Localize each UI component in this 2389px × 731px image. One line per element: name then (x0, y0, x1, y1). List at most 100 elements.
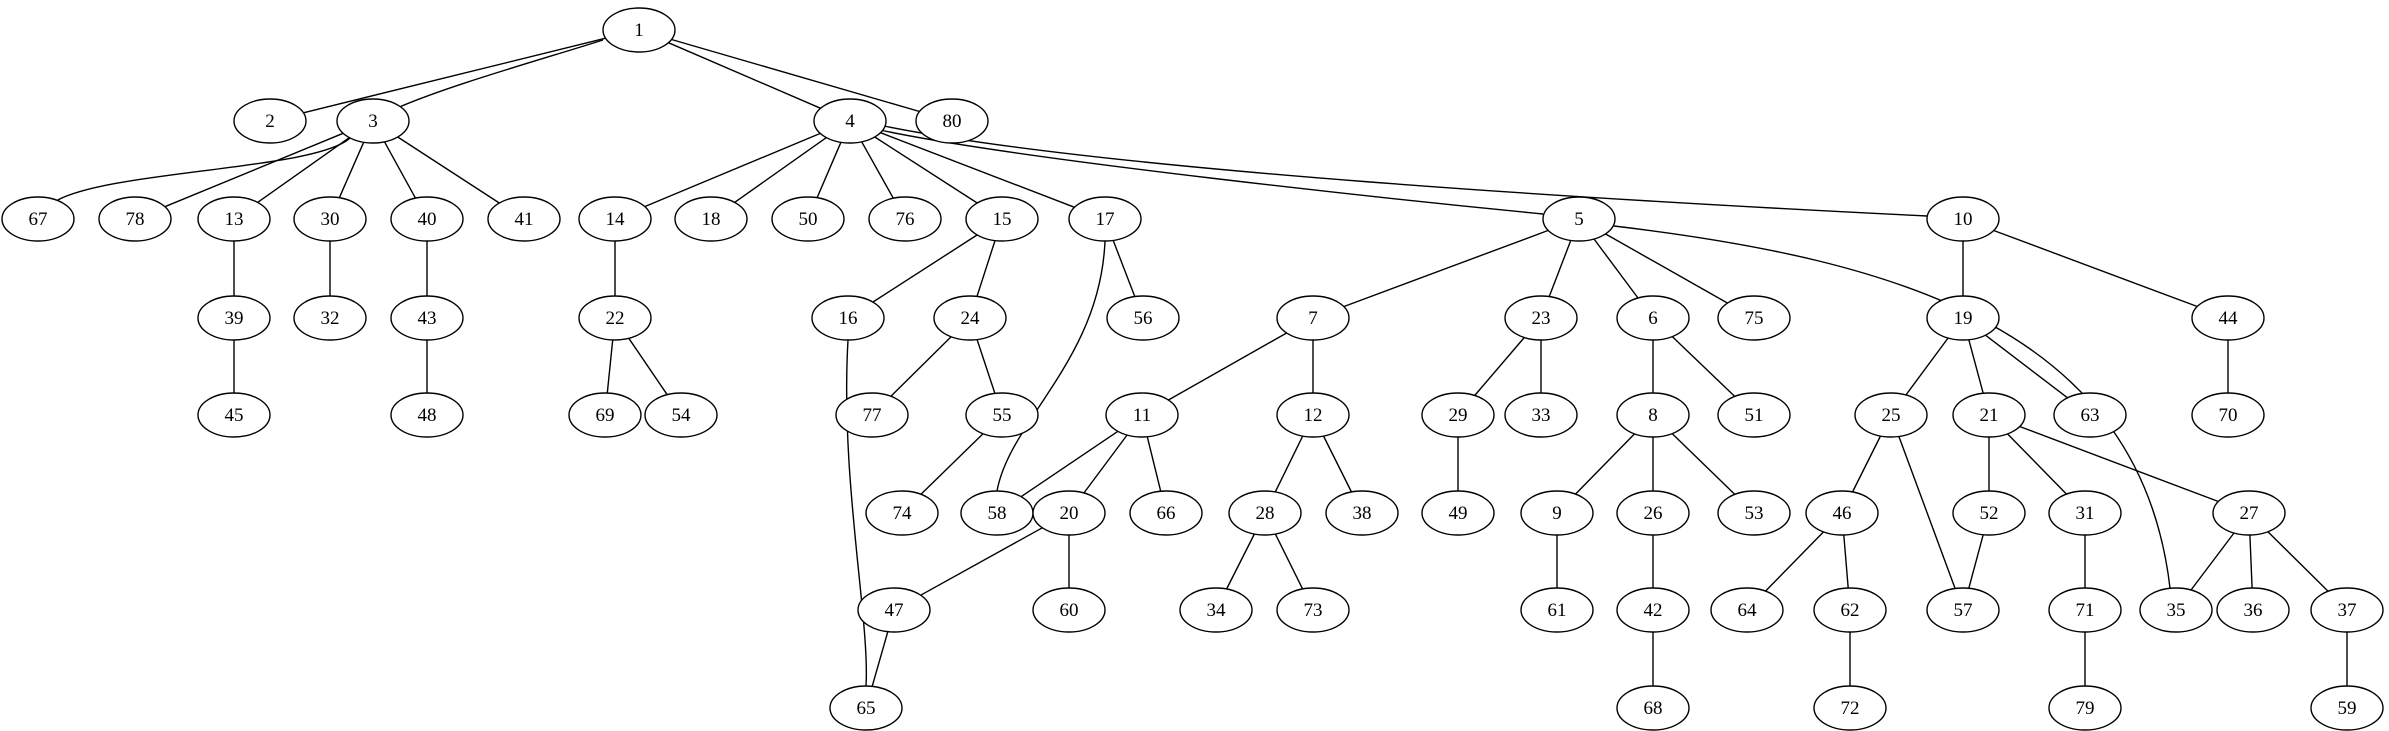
node-79: 79 (2048, 685, 2122, 731)
node-label: 9 (1552, 503, 1562, 524)
node-19: 19 (1926, 295, 2000, 341)
node-ellipse (293, 196, 367, 242)
node-ellipse (2310, 587, 2384, 633)
node-label: 14 (606, 209, 626, 230)
node-30: 30 (293, 196, 367, 242)
node-ellipse (674, 196, 748, 242)
node-48: 48 (390, 392, 464, 438)
node-label: 19 (1954, 308, 1973, 329)
node-label: 5 (1574, 209, 1584, 230)
node-label: 78 (126, 209, 145, 230)
node-label: 23 (1532, 308, 1551, 329)
node-label: 41 (515, 209, 534, 230)
edge-12-28 (1274, 435, 1304, 493)
node-label: 57 (1954, 600, 1973, 621)
edge-11-58 (1020, 430, 1119, 498)
node-76: 76 (868, 196, 942, 242)
edge-3-67 (55, 136, 352, 202)
edge-5-23 (1548, 240, 1572, 297)
node-4: 4 (813, 98, 887, 144)
node-ellipse (1616, 392, 1690, 438)
node-70: 70 (2191, 392, 2265, 438)
node-13: 13 (197, 196, 271, 242)
edge-22-69 (606, 339, 614, 394)
node-label: 38 (1353, 503, 1372, 524)
node-ellipse (197, 295, 271, 341)
edge-21-31 (2007, 433, 2067, 495)
node-49: 49 (1421, 490, 1495, 536)
node-ellipse (578, 196, 652, 242)
node-label: 28 (1256, 503, 1275, 524)
edge-11-20 (1083, 434, 1128, 494)
node-20: 20 (1032, 490, 1106, 536)
node-ellipse (1717, 392, 1791, 438)
edge-7-11 (1168, 332, 1287, 401)
node-ellipse (1421, 392, 1495, 438)
node-label: 32 (321, 308, 340, 329)
edge-1-2 (303, 37, 606, 114)
node-ellipse (1926, 587, 2000, 633)
node-label: 4 (845, 111, 855, 132)
node-label: 52 (1980, 503, 1999, 524)
node-ellipse (487, 196, 561, 242)
node-33: 33 (1504, 392, 1578, 438)
edge-20-47 (920, 527, 1043, 596)
node-ellipse (1710, 587, 1784, 633)
node-ellipse (390, 295, 464, 341)
node-58: 58 (960, 490, 1034, 536)
node-label: 62 (1841, 600, 1860, 621)
edge-47-65 (871, 631, 889, 687)
node-32: 32 (293, 295, 367, 341)
node-ellipse (1952, 490, 2026, 536)
edge-55-74 (920, 433, 984, 495)
node-ellipse (813, 98, 887, 144)
node-37: 37 (2310, 587, 2384, 633)
node-ellipse (2048, 587, 2122, 633)
node-ellipse (965, 392, 1039, 438)
node-ellipse (2053, 392, 2127, 438)
node-label: 40 (418, 209, 437, 230)
edge-4-17 (880, 132, 1075, 208)
node-label: 65 (857, 698, 876, 719)
node-label: 64 (1738, 600, 1758, 621)
node-17: 17 (1068, 196, 1142, 242)
node-ellipse (1106, 295, 1180, 341)
edge-4-18 (734, 137, 827, 203)
node-41: 41 (487, 196, 561, 242)
node-66: 66 (1129, 490, 1203, 536)
node-34: 34 (1179, 587, 1253, 633)
edge-4-76 (861, 141, 894, 199)
node-57: 57 (1926, 587, 2000, 633)
node-21: 21 (1952, 392, 2026, 438)
node-ellipse (390, 392, 464, 438)
edge-15-16 (872, 234, 978, 303)
node-62: 62 (1813, 587, 1887, 633)
node-54: 54 (644, 392, 718, 438)
node-61: 61 (1520, 587, 1594, 633)
node-label: 61 (1548, 600, 1567, 621)
node-6: 6 (1616, 295, 1690, 341)
node-ellipse (336, 98, 410, 144)
node-ellipse (233, 98, 307, 144)
node-12: 12 (1276, 392, 1350, 438)
node-5: 5 (1542, 196, 1616, 242)
node-label: 68 (1644, 698, 1663, 719)
node-label: 49 (1449, 503, 1468, 524)
node-ellipse (2191, 295, 2265, 341)
node-label: 10 (1954, 209, 1973, 230)
edge-15-24 (976, 240, 996, 297)
node-label: 33 (1532, 405, 1551, 426)
edge-24-77 (890, 336, 952, 397)
edge-4-14 (644, 132, 821, 208)
node-label: 74 (893, 503, 913, 524)
node-43: 43 (390, 295, 464, 341)
node-72: 72 (1813, 685, 1887, 731)
node-label: 25 (1882, 405, 1901, 426)
node-7: 7 (1276, 295, 1350, 341)
node-36: 36 (2216, 587, 2290, 633)
node-label: 51 (1745, 405, 1764, 426)
node-label: 48 (418, 405, 437, 426)
node-label: 54 (672, 405, 692, 426)
edge-3-13 (257, 137, 350, 203)
